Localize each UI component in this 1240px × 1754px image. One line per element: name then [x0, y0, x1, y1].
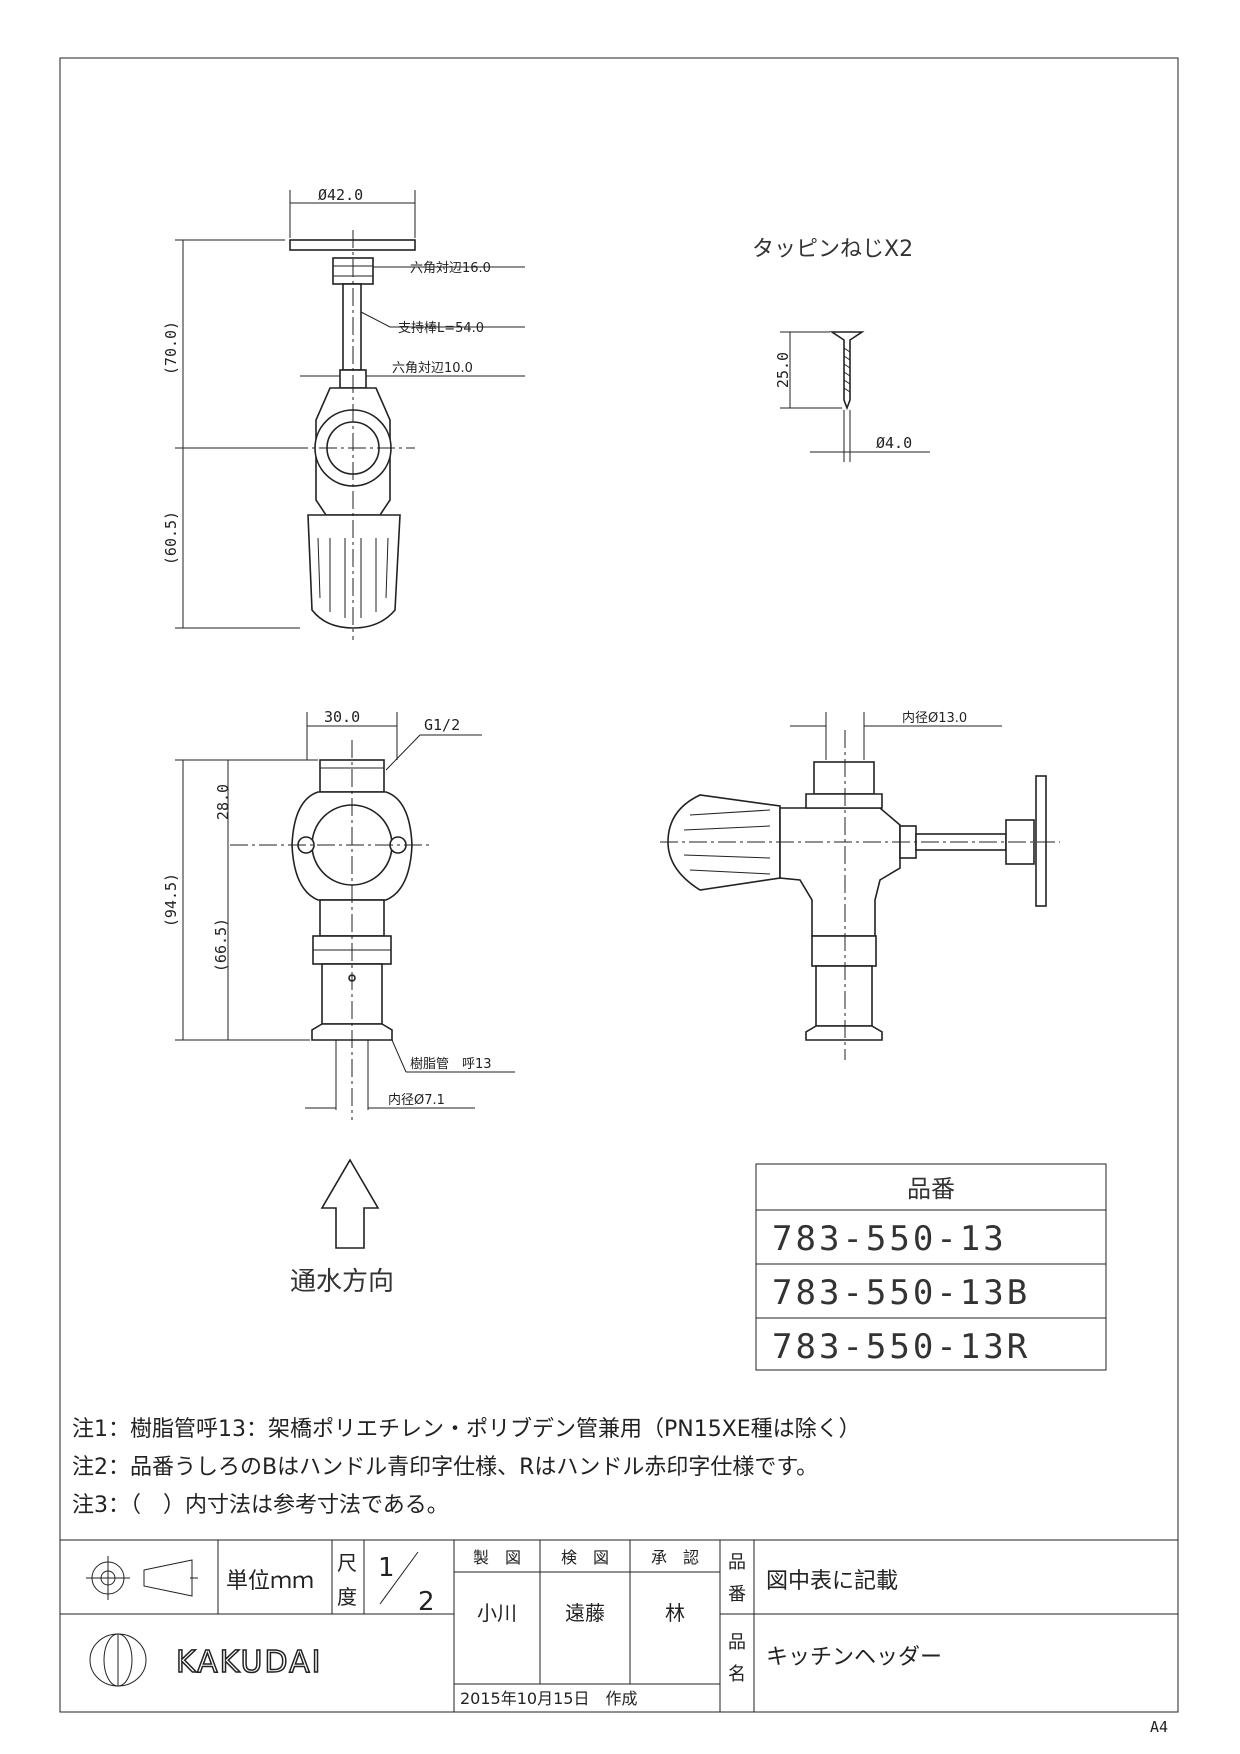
name-label-2: 名 — [728, 1664, 746, 1685]
hex1-dim: 六角対辺16.0 — [410, 261, 491, 276]
date-created: 2015年10月15日 作成 — [460, 1689, 637, 1708]
scale-denominator: 2 — [418, 1587, 435, 1617]
scale-label-2: 度 — [337, 1585, 357, 1609]
approved-header: 承 認 — [651, 1548, 699, 1567]
flow-label: 通水方向 — [290, 1267, 394, 1297]
part-table-header: 品番 — [907, 1175, 955, 1203]
scale-numerator: 1 — [378, 1553, 395, 1583]
product-name: キッチンヘッダー — [766, 1645, 942, 1670]
paper-size: A4 — [1150, 1718, 1168, 1736]
thread-dim: G1/2 — [424, 716, 460, 734]
front-view — [175, 712, 515, 1120]
part-table — [755, 1163, 1107, 1371]
screw-view — [780, 331, 930, 462]
part-no-value: 図中表に記載 — [766, 1569, 898, 1594]
total-height-dim: (94.5) — [162, 873, 180, 927]
part-row: 783-550-13 — [772, 1219, 1007, 1259]
part-row: 783-550-13B — [772, 1273, 1030, 1313]
flange-dia-dim: Ø42.0 — [318, 186, 363, 204]
inner-dia-130: 内径Ø13.0 — [902, 710, 967, 726]
checked-header: 検 図 — [561, 1548, 609, 1567]
note-1: 注1：樹脂管呼13：架橋ポリエチレン・ポリブデン管兼用（PN15XE種は除く） — [72, 1417, 861, 1442]
sheet-border — [59, 57, 1179, 1713]
top-view — [175, 190, 525, 640]
part-row: 783-550-13R — [772, 1327, 1030, 1367]
support-rod-dim: 支持棒L=54.0 — [398, 321, 484, 336]
upper-height-dim: (70.0) — [162, 321, 180, 375]
screw-title: タッピンねじX2 — [752, 237, 913, 262]
brand-wordmark: KAKUDAI — [176, 1645, 322, 1680]
part-no-label-1: 品 — [728, 1552, 746, 1573]
note-3: 注3：（ ）内寸法は参考寸法である。 — [72, 1493, 449, 1518]
lower-height-dim: (60.5) — [162, 511, 180, 565]
part-no-label-2: 番 — [728, 1584, 746, 1605]
screw-length-dim: 25.0 — [774, 352, 792, 388]
scale-label-1: 尺 — [337, 1551, 357, 1575]
front-width-dim: 30.0 — [324, 708, 360, 726]
top-len-dim: 28.0 — [214, 784, 232, 820]
drawn-header: 製 図 — [473, 1548, 521, 1567]
lower-height-dim-front: (66.5) — [212, 918, 230, 972]
name-label-1: 品 — [728, 1632, 746, 1653]
flow-arrow-icon — [320, 1158, 380, 1249]
side-view — [660, 712, 1060, 1060]
note-2: 注2：品番うしろのBはハンドル青印字仕様、Rはハンドル赤印字仕様です。 — [72, 1455, 818, 1480]
screw-dia-dim: Ø4.0 — [876, 434, 912, 452]
title-block — [60, 1539, 1178, 1712]
approved-by: 林 — [665, 1601, 685, 1625]
inner-dia-71: 内径Ø7.1 — [388, 1092, 445, 1108]
pipe-label: 樹脂管 呼13 — [410, 1057, 492, 1072]
hex2-dim: 六角対辺10.0 — [392, 361, 473, 376]
checked-by: 遠藤 — [565, 1601, 605, 1625]
drawn-by: 小川 — [477, 1601, 517, 1625]
unit-label: 単位ｍｍ — [226, 1569, 314, 1594]
